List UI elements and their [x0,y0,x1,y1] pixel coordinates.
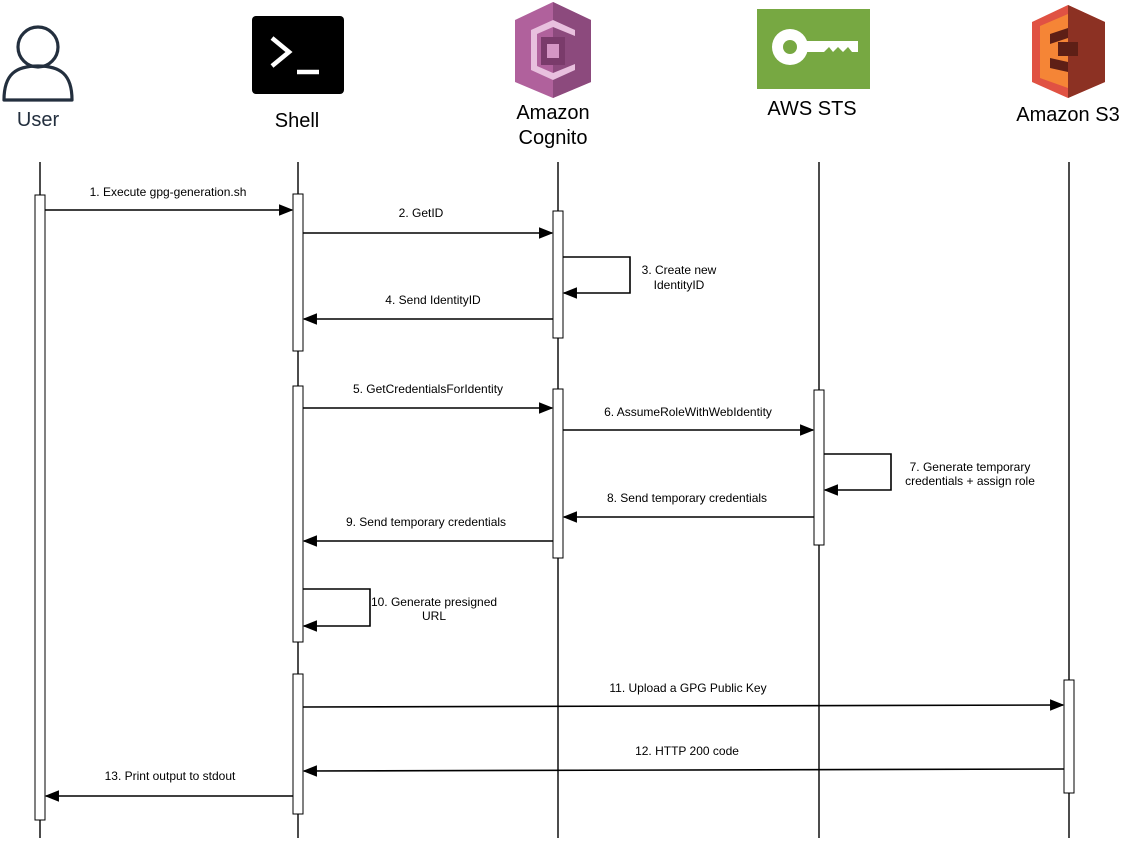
actor-label-cognito-line1: Amazon [516,102,589,124]
message-label-1: 1. Execute gpg-generation.sh [90,185,247,199]
activation-bar-shell-2 [292,385,304,643]
actor-label-user: User [17,109,60,131]
message-label-11: 11. Upload a GPG Public Key [609,681,766,695]
message-label-10-line2: URL [422,609,446,623]
key-icon [757,9,870,89]
terminal-icon [252,16,344,94]
activation-bar-shell-3 [292,673,304,815]
message-arrow-12 [302,765,1065,777]
message-label-12: 12. HTTP 200 code [635,744,739,758]
message-label-13: 13. Print output to stdout [105,769,236,783]
message-label-8: 8. Send temporary credentials [607,491,767,505]
activation-bar-cognito-2 [552,388,564,559]
actor-label-cognito-line2: Cognito [519,127,588,149]
amazon-s3-bucket-icon [1032,5,1105,98]
message-label-2: 2. GetID [399,206,444,220]
message-label-6: 6. AssumeRoleWithWebIdentity [604,405,772,419]
activation-bar-shell-1 [292,193,304,352]
activation-bar-cognito-1 [552,210,564,339]
message-label-10-line1: 10. Generate presigned [371,595,497,609]
message-arrow-10 [302,588,371,632]
message-label-7-line1: 7. Generate temporary [910,460,1031,474]
message-label-3-line1: 3. Create new [642,263,717,277]
message-label-7-line2: credentials + assign role [905,474,1035,488]
message-arrow-11 [302,699,1065,711]
user-icon [2,25,74,102]
activation-bar-sts [813,389,825,546]
amazon-cognito-icon [515,2,591,98]
message-arrow-7 [823,453,892,496]
message-label-3-line2: IdentityID [654,278,705,292]
message-label-5: 5. GetCredentialsForIdentity [353,382,503,396]
actor-label-s3: Amazon S3 [1016,104,1119,126]
activation-bar-user [34,194,46,821]
message-arrow-3 [562,256,631,299]
activation-bar-s3 [1063,679,1075,794]
message-label-4: 4. Send IdentityID [385,293,481,307]
actor-label-shell: Shell [275,110,319,132]
message-label-9: 9. Send temporary credentials [346,515,506,529]
actor-label-sts: AWS STS [767,98,856,120]
